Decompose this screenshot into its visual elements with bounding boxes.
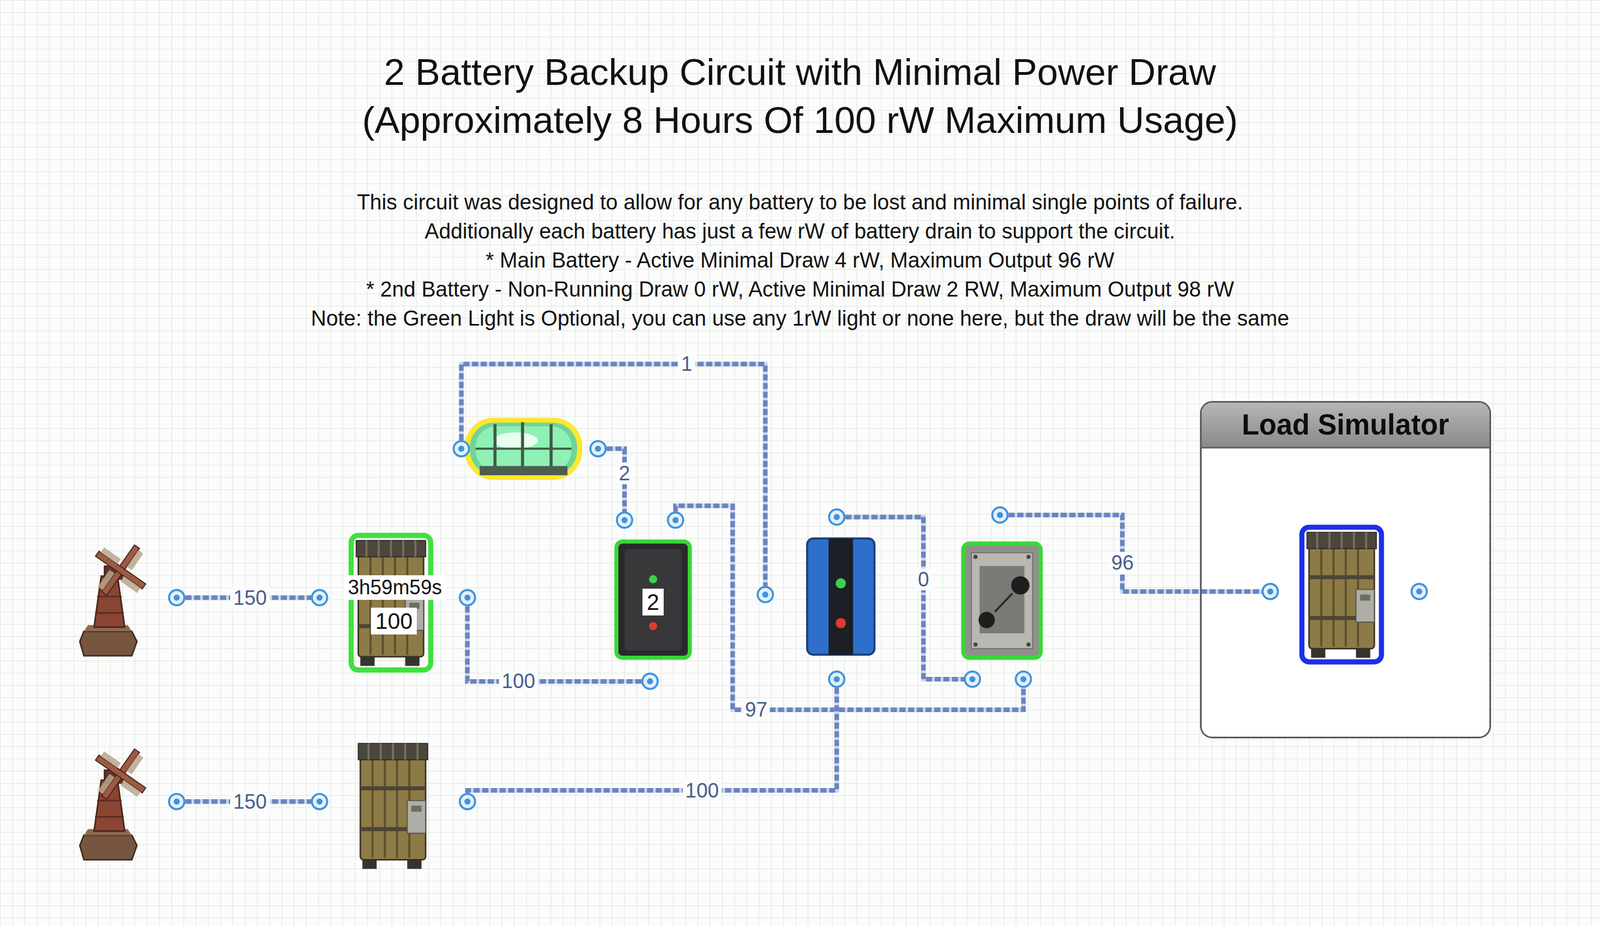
- load-simulator-ground: [1200, 401, 1491, 739]
- electrical-branch: [649, 575, 658, 584]
- wire-port: [459, 794, 475, 810]
- blocker-device: [807, 538, 875, 655]
- wire-power-label: 100: [682, 779, 722, 803]
- note-line: This circuit was designed to allow for a…: [0, 187, 1600, 217]
- wire-power-label: 100: [498, 670, 538, 693]
- wire-port: [1262, 583, 1278, 599]
- wire: [461, 364, 766, 595]
- wire-port: [1411, 583, 1427, 599]
- wire-port: [311, 794, 327, 810]
- diagram-title: 2 Battery Backup Circuit with Minimal Po…: [297, 48, 1303, 145]
- wire-power-label: 2: [616, 462, 633, 485]
- main-battery: [351, 535, 431, 671]
- wire: [467, 679, 837, 802]
- blocker-device: [807, 538, 875, 655]
- main-battery: [356, 540, 426, 667]
- green-light: [479, 465, 568, 475]
- wire-port: [964, 671, 980, 687]
- wire-port: [642, 673, 658, 689]
- wire: [597, 448, 625, 521]
- and-switch: [973, 554, 978, 559]
- wire-port: [1015, 671, 1031, 687]
- main-battery: [351, 535, 431, 671]
- wire-power-label: 96: [1108, 551, 1137, 575]
- electrical-branch: [616, 541, 690, 659]
- wire-port: [169, 794, 185, 810]
- group-heading: Load Simulator: [1201, 402, 1490, 449]
- and-switch: [971, 553, 1033, 650]
- load-battery: [1301, 527, 1382, 663]
- notes-area: This circuit was designed to allow for a…: [0, 187, 1600, 333]
- wire-port: [668, 512, 684, 528]
- wire-port: [169, 589, 185, 606]
- second-battery: [358, 743, 428, 870]
- note-line: * Main Battery - Active Minimal Draw 4 r…: [0, 245, 1600, 275]
- electrical-branch: [649, 622, 658, 631]
- green-light: [492, 432, 538, 449]
- wire-power-label: 150: [230, 587, 270, 610]
- wire-port: [757, 587, 773, 603]
- and-switch: [978, 612, 995, 629]
- branch-node: 2: [610, 520, 696, 683]
- wire-port: [459, 589, 475, 606]
- wire-power-label: 0: [915, 568, 932, 592]
- wire-power-label: 1: [678, 353, 695, 376]
- wire-power-label: 150: [230, 791, 270, 814]
- wire-port: [590, 441, 606, 457]
- wire-port: [829, 671, 845, 687]
- blocker-device: [828, 538, 854, 655]
- wire: [597, 448, 625, 521]
- wire-port: [311, 589, 327, 606]
- wire-port: [992, 507, 1008, 523]
- wire: [176, 364, 1270, 802]
- and-switch: [1026, 642, 1031, 647]
- note-line: Additionally each battery has just a few…: [0, 216, 1600, 246]
- and-switch: [1011, 576, 1030, 595]
- blocker-device: [835, 578, 846, 589]
- wire-port: [616, 512, 632, 528]
- wire: [467, 679, 837, 802]
- note-line: * 2nd Battery - Non-Running Draw 0 rW, A…: [0, 274, 1600, 304]
- electrical-branch: [616, 541, 690, 659]
- wind-turbine: [79, 530, 161, 861]
- and-switch: [1026, 554, 1031, 559]
- and-switch: [973, 642, 978, 647]
- branch-amount: 2: [642, 588, 664, 616]
- wind-turbine: [79, 734, 161, 861]
- and-switch: [963, 543, 1041, 659]
- load-battery: [1307, 532, 1377, 659]
- wire-port: [829, 509, 845, 525]
- battery-timer: 3h59m59s: [343, 575, 447, 600]
- wire-port: [453, 441, 469, 457]
- green-light: [467, 420, 580, 478]
- blocker-device: [835, 618, 846, 629]
- load-battery: [1301, 527, 1382, 663]
- second-battery: [358, 743, 428, 870]
- and-switch: [963, 543, 1041, 659]
- wire-port: [169, 441, 1427, 810]
- wire-power-label: 97: [741, 698, 770, 722]
- and-switch: [994, 593, 1013, 613]
- battery-node: 3h59m59s 100: [319, 537, 468, 669]
- electrical-branch: [624, 548, 682, 651]
- green-light: [475, 448, 572, 451]
- wind-turbine: [79, 530, 161, 657]
- green-light: [467, 420, 580, 478]
- load-simulator-group: Load Simulator: [1200, 401, 1492, 740]
- note-line: Note: the Green Light is Optional, you c…: [0, 303, 1600, 333]
- battery-charge: 100: [370, 607, 418, 635]
- title-area: 2 Battery Backup Circuit with Minimal Po…: [0, 48, 1600, 145]
- wire: [461, 364, 766, 595]
